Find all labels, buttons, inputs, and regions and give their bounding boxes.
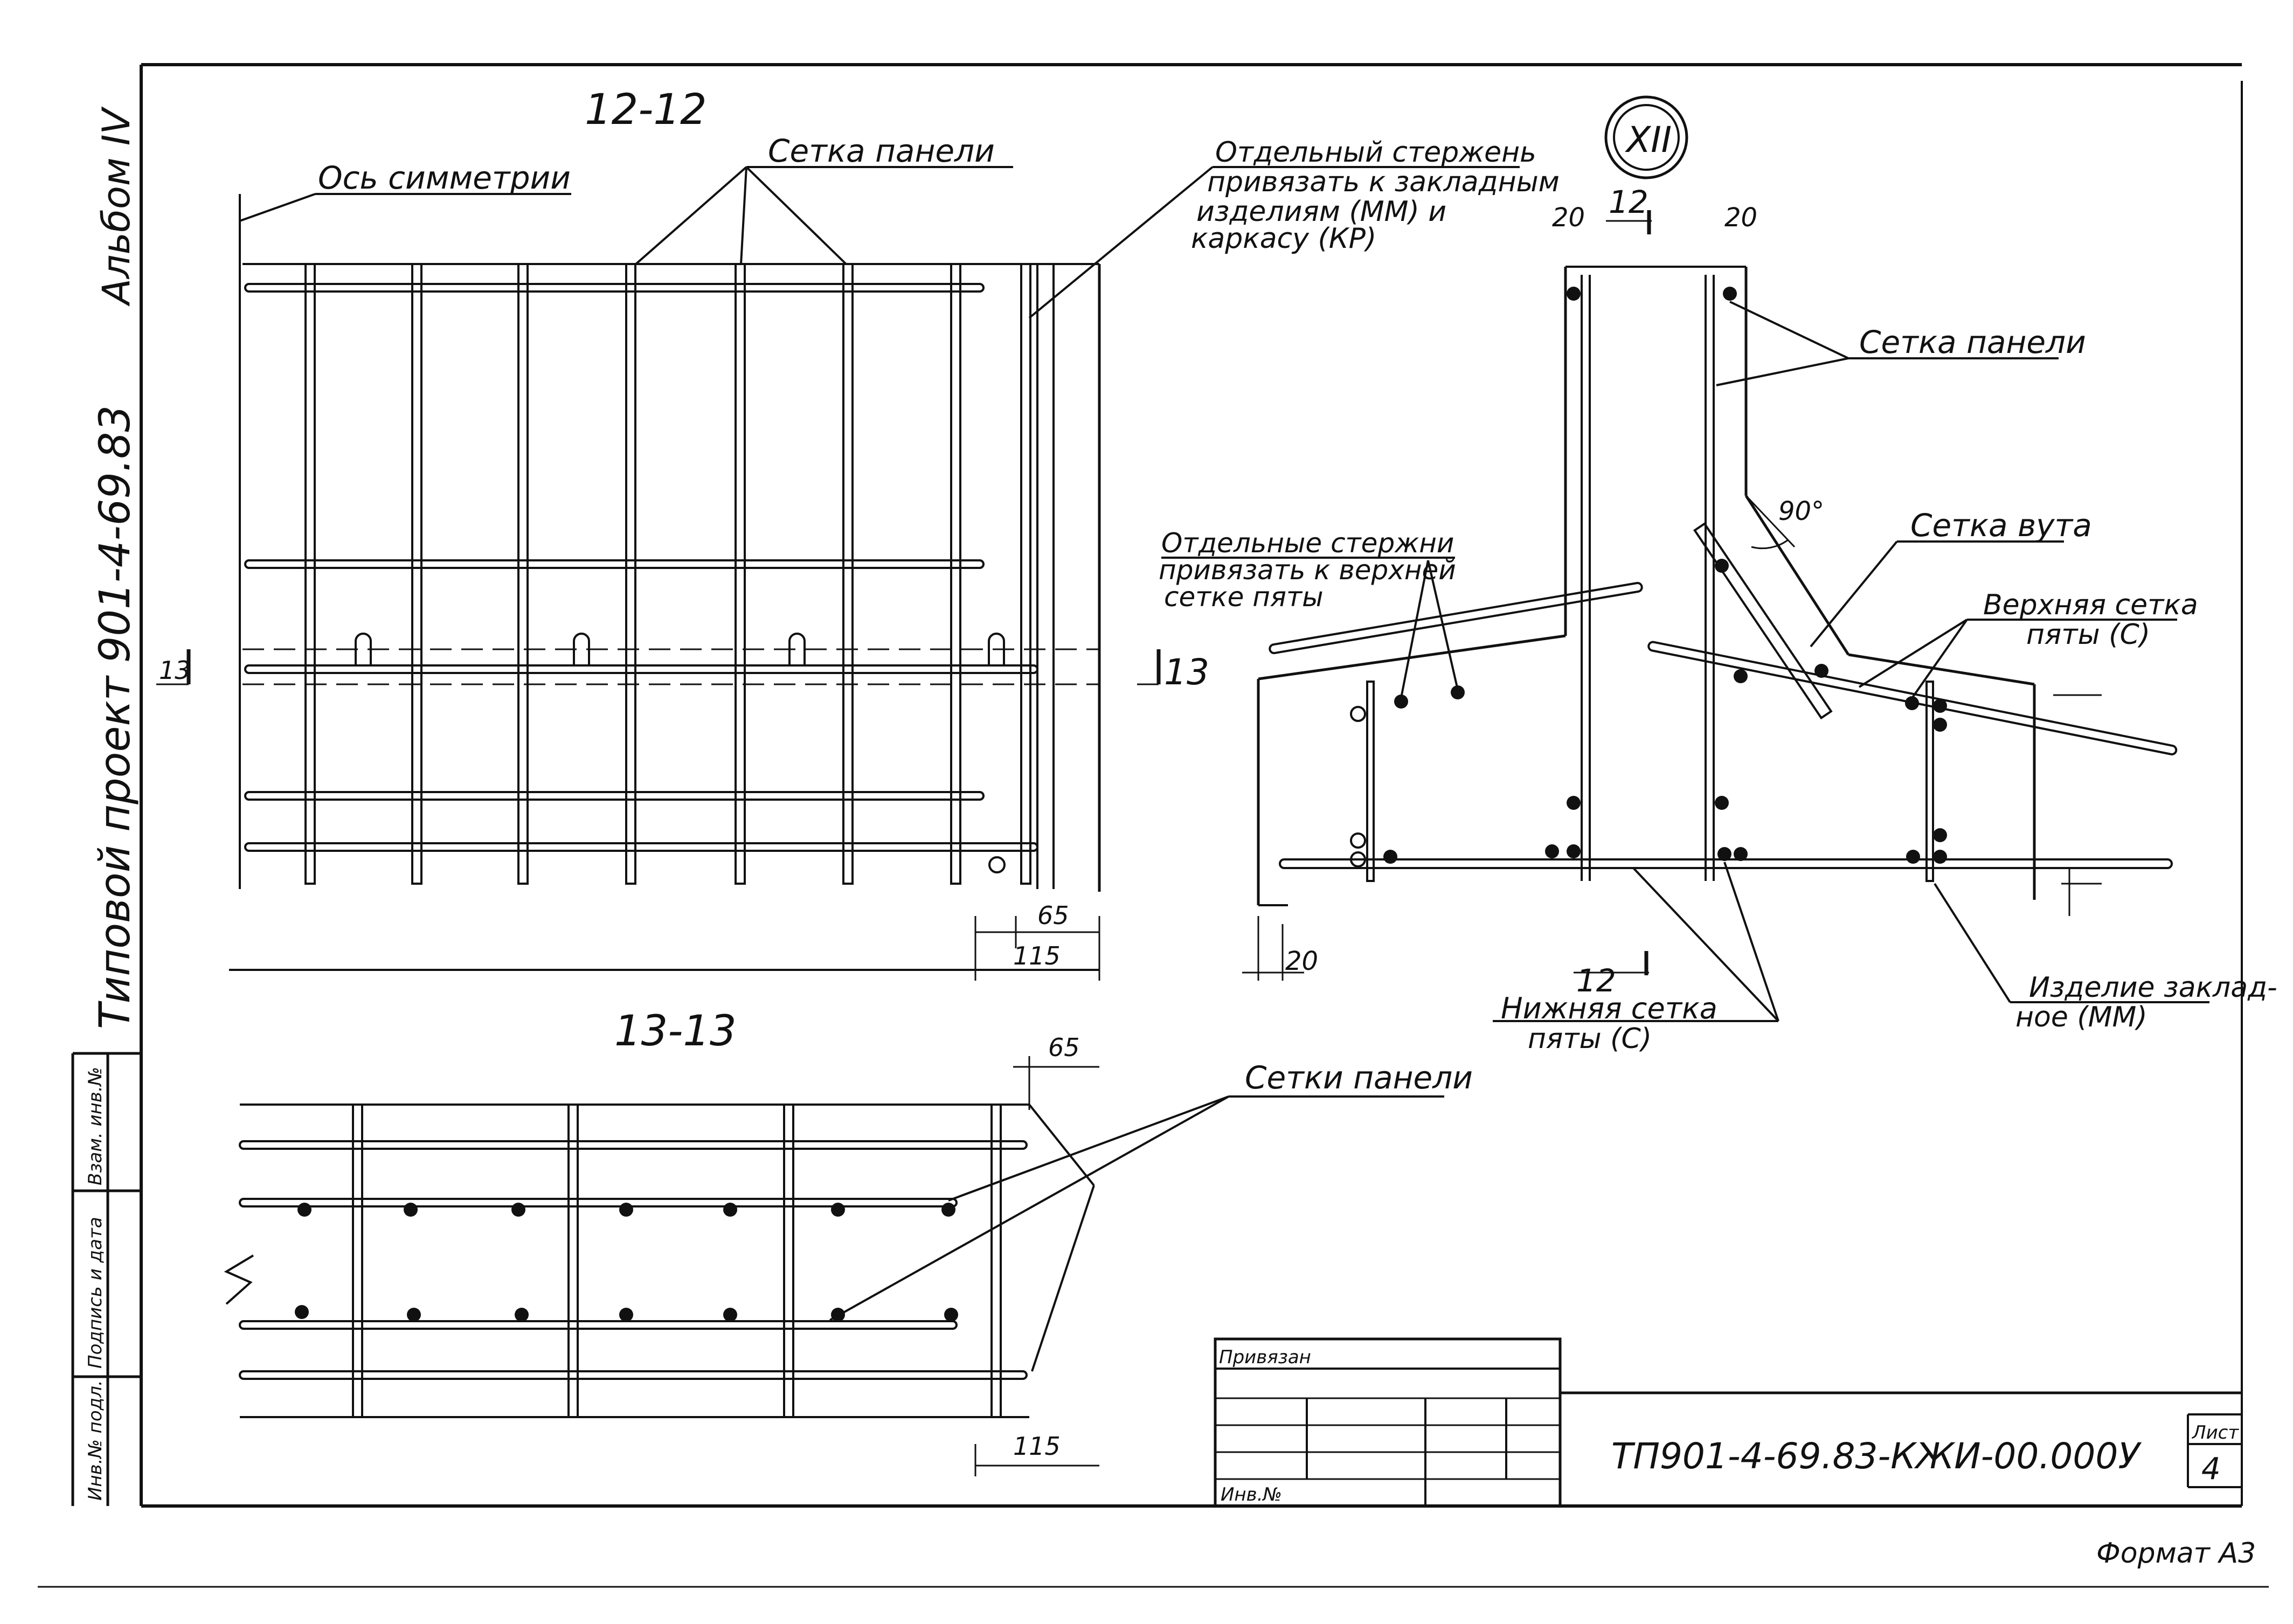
sheet-label: Лист — [2191, 1422, 2239, 1443]
panel-mesh-label-12: Сетка панели — [768, 133, 995, 169]
loop-details-12 — [355, 633, 1006, 873]
dim-20-left: 20 — [1552, 203, 1585, 233]
lower-mesh-label-l1: Нижняя сетка — [1501, 991, 1717, 1025]
document-code: ТП901-4-69.83-КЖИ-00.000У — [1611, 1435, 2142, 1477]
separate-bars-label-l2: привязать к верхней — [1159, 554, 1456, 586]
dim-115-13: 115 — [1013, 1432, 1061, 1461]
separate-bars-label-l3: сетке пяты — [1164, 581, 1324, 613]
node-mark: XII — [1625, 119, 1672, 161]
dim-20-right: 20 — [1724, 203, 1757, 233]
cut-13-left: 13 — [159, 656, 191, 685]
separate-bar-label-l1: Отдельный стержень — [1215, 136, 1536, 169]
sheet-frame — [38, 63, 2269, 1588]
haunch-mesh-label: Сетка вута — [1910, 507, 2092, 544]
dim-115-12: 115 — [1013, 941, 1061, 970]
format-label: Формат А3 — [2096, 1537, 2256, 1570]
dim-20-bottom: 20 — [1285, 946, 1318, 976]
stamp-cell-inv-original: Инв.№ подл. — [85, 1380, 106, 1501]
project-label: Типовой проект 901-4-69.83 — [91, 405, 140, 1029]
embedded-label-l1: Изделие заклад- — [2029, 971, 2277, 1004]
stamp-cell-replaced-inv: Взам. инв.№ — [85, 1067, 106, 1185]
separate-bar-label-l4: каркасу (КР) — [1191, 223, 1376, 255]
vertical-bars-12 — [304, 263, 1031, 885]
margin-stamp: Взам. инв.№ Подпись и дата Инв.№ подл. — [71, 1052, 141, 1506]
dim-65-13: 65 — [1048, 1033, 1080, 1062]
sheet-number: 4 — [2201, 1452, 2221, 1487]
horizontal-bars-13 — [239, 1140, 1028, 1380]
album-label: Альбом IV — [94, 106, 138, 307]
angle-90: 90° — [1778, 496, 1824, 526]
panel-meshes-label-13: Сетки панели — [1245, 1059, 1473, 1096]
bar-dots-13 — [295, 1203, 958, 1322]
upper-mesh-label-l2: пяты (С) — [2026, 619, 2150, 651]
dim-12-top: 12 — [1609, 184, 1648, 220]
cut-13-right: 13 — [1164, 651, 1209, 693]
node-bar-dots — [1350, 559, 1947, 867]
dim-12-bottom: 12 — [1576, 962, 1616, 999]
section-13-13: 13-13 65 115 — [224, 1007, 1473, 1476]
embedded-label-l2: ное (ММ) — [2015, 1001, 2147, 1033]
section-13-title: 13-13 — [614, 1007, 737, 1056]
separate-bars-label-l1: Отдельные стержни — [1161, 528, 1454, 559]
inv-label: Инв.№ — [1221, 1484, 1282, 1505]
margin-titles: Альбом IV Типовой проект 901-4-69.83 — [91, 106, 140, 1029]
stamp-cell-signature: Подпись и дата — [85, 1217, 106, 1369]
section-12-12: 12-12 Ось симметрии Сетка панели Отдельн… — [156, 86, 1560, 981]
section-12-title: 12-12 — [585, 86, 707, 134]
vertical-bars-13 — [352, 1104, 1002, 1418]
separate-bar-label-l2: привязать к закладным — [1207, 166, 1560, 198]
upper-mesh-label-l1: Верхняя сетка — [1983, 589, 2198, 621]
lower-mesh-label-l2: пяты (С) — [1528, 1023, 1652, 1055]
symmetry-axis-label: Ось симметрии — [318, 159, 571, 196]
panel-mesh-label-node: Сетка панели — [1859, 324, 2086, 360]
dim-65-12: 65 — [1037, 901, 1069, 930]
title-block: Привязан Инв.№ ТП901-4-69.83-КЖИ-00.000У… — [1214, 1337, 2242, 1508]
bound-label: Привязан — [1219, 1347, 1311, 1368]
node-XII: XII 20 12 20 Сетка панели 90° Сетка вута — [1159, 95, 2277, 1055]
separate-bar-label-l3: изделиям (ММ) и — [1196, 196, 1446, 228]
horizontal-bars-12 — [244, 283, 1038, 852]
